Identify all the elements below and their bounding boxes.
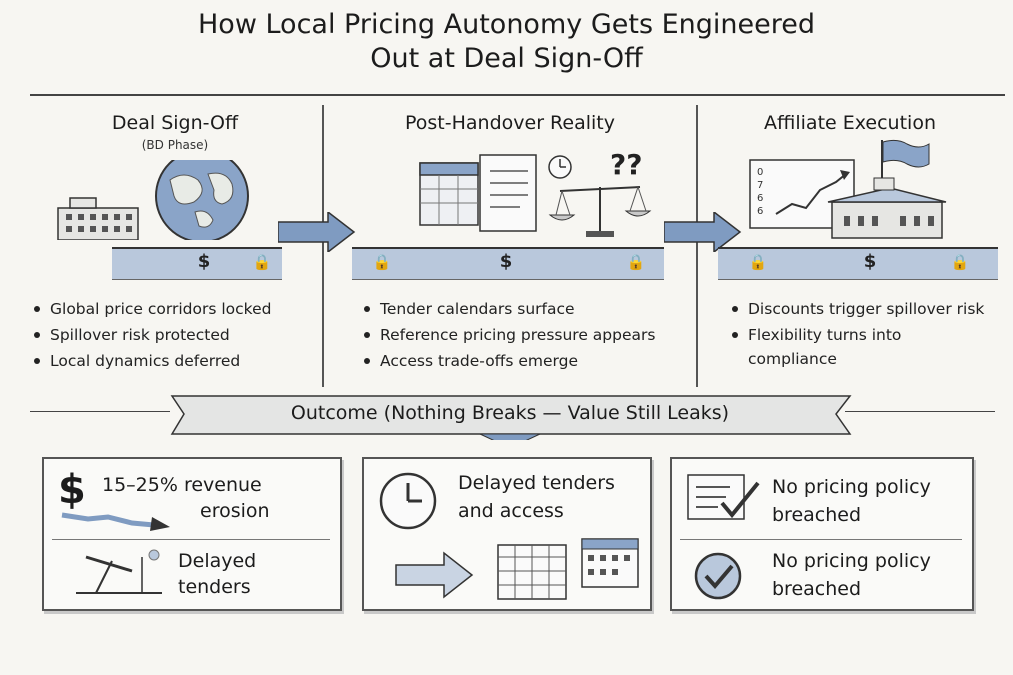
lock-icon: 🔒 bbox=[372, 253, 392, 271]
outcome-box-no-policy-breach: No pricing policy breached No pricing po… bbox=[670, 457, 974, 611]
question-marks: ?? bbox=[610, 148, 643, 181]
oil-pump-icon bbox=[76, 549, 162, 594]
lock-icon: 🔒 bbox=[252, 253, 272, 271]
title-line-2: Out at Deal Sign-Off bbox=[370, 43, 643, 74]
bullet-item: Reference pricing pressure appears bbox=[360, 322, 695, 348]
column-title-post-handover: Post-Handover Reality bbox=[405, 112, 615, 134]
axis-digit: 0 bbox=[757, 167, 764, 178]
deal-sign-off-illustration bbox=[57, 160, 249, 240]
bullet-item: Spillover risk protected bbox=[30, 322, 320, 348]
arrow-right-icon bbox=[395, 551, 474, 599]
banner-rule-left bbox=[30, 411, 170, 412]
lock-icon: 🔒 bbox=[626, 253, 646, 271]
calendar-icon bbox=[497, 544, 567, 600]
banner-rule-right bbox=[845, 411, 995, 412]
no-policy-breach-line-4: breached bbox=[772, 578, 862, 600]
revenue-erosion-line-2: erosion bbox=[200, 500, 270, 522]
arrow-right-icon bbox=[278, 212, 356, 252]
affiliate-execution-bullets: Discounts trigger spillover risk Flexibi… bbox=[728, 296, 1010, 372]
affiliate-execution-illustration bbox=[749, 139, 947, 239]
bullet-item: Local dynamics deferred bbox=[30, 348, 320, 374]
bullet-item-continuation: compliance bbox=[748, 350, 837, 368]
axis-digit: 6 bbox=[757, 193, 764, 204]
chart-axis-digits: 0 7 6 6 bbox=[757, 166, 763, 218]
deal-sign-off-shelf: $ 🔒 bbox=[112, 247, 282, 280]
delayed-tenders-line-1: Delayed bbox=[178, 550, 257, 572]
factory-building-icon bbox=[827, 177, 947, 239]
check-circle-icon bbox=[694, 552, 742, 600]
bullet-item: Tender calendars surface bbox=[360, 296, 695, 322]
dollar-icon: $ bbox=[58, 467, 86, 513]
clock-icon bbox=[548, 155, 572, 179]
box-divider bbox=[52, 539, 330, 540]
outcome-banner-shape bbox=[170, 395, 852, 440]
deal-sign-off-bullets: Global price corridors locked Spillover … bbox=[30, 296, 320, 374]
column-title-affiliate-execution: Affiliate Execution bbox=[764, 112, 936, 134]
title-line-1: How Local Pricing Autonomy Gets Engineer… bbox=[198, 9, 815, 40]
column-title-deal-sign-off: Deal Sign-Off bbox=[111, 112, 239, 134]
arrow-right-icon bbox=[664, 212, 742, 252]
document-check-icon bbox=[687, 474, 760, 520]
lock-icon: 🔒 bbox=[748, 253, 768, 271]
affiliate-execution-shelf: 🔒 $ 🔒 bbox=[718, 247, 998, 280]
no-policy-breach-line-2: breached bbox=[772, 504, 862, 526]
post-handover-bullets: Tender calendars surface Reference prici… bbox=[360, 296, 695, 374]
calendar-icon bbox=[419, 162, 479, 226]
dollar-icon: $ bbox=[863, 251, 877, 272]
revenue-erosion-line-1: 15–25% revenue bbox=[102, 474, 262, 496]
delayed-tenders-line-2: tenders bbox=[178, 576, 251, 598]
bullet-item: Global price corridors locked bbox=[30, 296, 320, 322]
calendar-icon bbox=[581, 538, 639, 588]
outcome-box-revenue: $ 15–25% revenue erosion Delayed tenders bbox=[42, 457, 342, 611]
bullet-item: Access trade-offs emerge bbox=[360, 348, 695, 374]
post-handover-shelf: 🔒 $ 🔒 bbox=[352, 247, 664, 280]
office-building-icon bbox=[57, 197, 139, 240]
axis-digit: 6 bbox=[757, 206, 764, 217]
clock-icon bbox=[379, 472, 437, 530]
lock-icon: 🔒 bbox=[950, 253, 970, 271]
delayed-tenders-access-line-2: and access bbox=[458, 500, 564, 522]
column-divider-1 bbox=[322, 105, 324, 387]
dollar-icon: $ bbox=[197, 251, 211, 272]
box-divider bbox=[680, 539, 962, 540]
post-handover-illustration bbox=[419, 154, 652, 237]
delay-calendar-illustration bbox=[395, 538, 639, 600]
downtrend-arrow-icon bbox=[61, 512, 170, 531]
dollar-icon: $ bbox=[499, 251, 513, 272]
axis-digit: 7 bbox=[757, 180, 764, 191]
column-divider-2 bbox=[696, 105, 698, 387]
bullet-item: Flexibility turns into bbox=[728, 322, 1010, 348]
balance-scale-icon bbox=[548, 186, 652, 237]
header-divider bbox=[30, 94, 1005, 96]
no-policy-breach-line-3: No pricing policy bbox=[772, 550, 931, 572]
no-policy-breach-line-1: No pricing policy bbox=[772, 476, 931, 498]
flag-icon bbox=[881, 139, 930, 178]
document-checklist-icon bbox=[479, 154, 537, 232]
delayed-tenders-access-line-1: Delayed tenders bbox=[458, 472, 615, 494]
globe-icon bbox=[155, 160, 249, 240]
column-subtitle-bd-phase: (BD Phase) bbox=[141, 138, 209, 152]
outcome-banner-text: Outcome (Nothing Breaks — Value Still Le… bbox=[290, 402, 730, 424]
bullet-item: Discounts trigger spillover risk bbox=[728, 296, 1010, 322]
outcome-box-delayed-access: Delayed tenders and access bbox=[362, 457, 652, 611]
